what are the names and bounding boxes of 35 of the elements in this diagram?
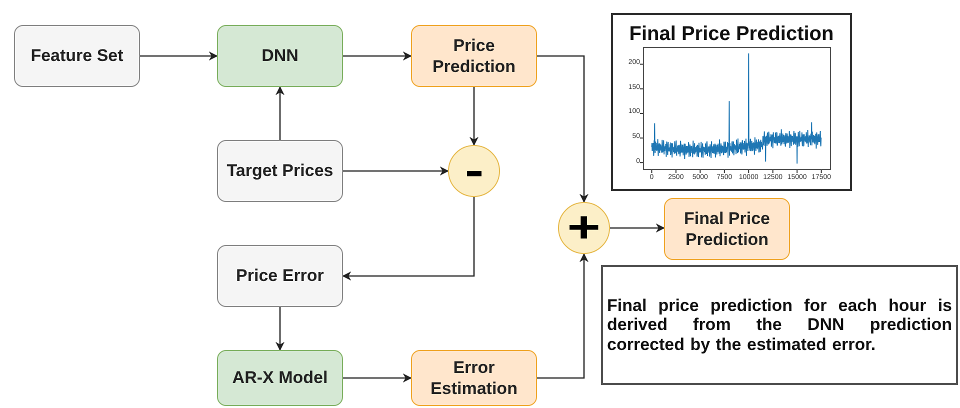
chart-panel xyxy=(611,13,852,191)
note-box xyxy=(601,265,958,385)
output-box xyxy=(664,198,790,260)
output-box xyxy=(411,350,537,406)
arrow xyxy=(343,166,449,176)
input-box xyxy=(14,25,140,87)
arrow xyxy=(342,197,475,281)
box-label: Price Error xyxy=(235,265,325,287)
box-label: Price Prediction xyxy=(431,34,517,78)
operator-circle xyxy=(558,202,610,254)
arrow xyxy=(275,86,285,140)
operator-symbol: - xyxy=(464,149,484,193)
output-box xyxy=(411,25,537,87)
input-box xyxy=(217,140,343,202)
arrow xyxy=(537,55,589,203)
operator-symbol: + xyxy=(567,206,601,250)
arrow xyxy=(275,307,285,351)
box-label: Error Estimation xyxy=(430,356,518,400)
arrow xyxy=(343,51,412,61)
box-label: Final Price Prediction xyxy=(683,208,771,250)
arrow xyxy=(343,373,412,383)
arrow xyxy=(469,87,479,146)
box-label: AR-X Model xyxy=(231,367,329,389)
arrow xyxy=(140,51,218,61)
box-label: DNN xyxy=(260,45,300,67)
chart-title: Final Price Prediction xyxy=(628,23,835,46)
arrow xyxy=(610,223,665,233)
box-label: Target Prices xyxy=(226,160,334,182)
box-label: Feature Set xyxy=(30,45,124,67)
arrow xyxy=(537,253,589,379)
input-box xyxy=(217,245,343,307)
operator-circle xyxy=(448,145,500,197)
model-box xyxy=(217,350,343,406)
note-text: Final price prediction for each hour is derived from the DNN prediction corrected by the estimated error. xyxy=(607,296,952,354)
model-box xyxy=(217,25,343,87)
